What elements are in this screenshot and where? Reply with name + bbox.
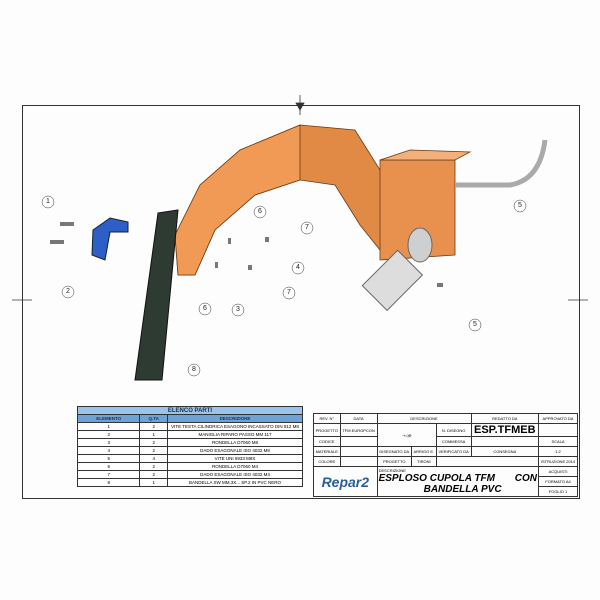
scala-label: SCALA [538, 436, 578, 447]
callout-6: 6 [258, 208, 262, 215]
title-line2: BANDELLA PVC [423, 484, 502, 495]
rev-label: REV. N° [313, 413, 341, 424]
part-qty: 2 [139, 422, 168, 431]
part-element: 1 [76, 422, 141, 431]
col-elemento: ELEMENTO [76, 414, 141, 423]
part-element: 6 [76, 462, 141, 471]
part-description: RONDELLA D7060 M4 [167, 462, 303, 471]
part-qty: 4 [139, 454, 168, 463]
progetto2-value: TIRONI [410, 456, 437, 467]
part-description: DADO ESAGONALE ISO 4032 M4 [167, 470, 303, 479]
blue-handle [91, 217, 129, 261]
dome-body [174, 124, 472, 276]
frame-markers [12, 95, 588, 301]
formato-label: FORMATO A4 [538, 476, 578, 487]
foglio-cell: FOGLIO 1 [538, 486, 578, 497]
foglio-label: FOGLIO [548, 489, 564, 494]
callout-4: 4 [296, 264, 300, 271]
callout-5: 5 [518, 202, 522, 209]
callout-8: 8 [192, 366, 196, 373]
part-element: 4 [76, 446, 141, 455]
parts-list-title: ELENCO PARTI [77, 406, 303, 415]
materiale-label: MATERIALE [313, 446, 341, 457]
part-qty: 2 [139, 438, 168, 447]
progetto-value: TFM EUROPCON [339, 423, 378, 437]
part-description: MANIGLIA RIPARO PASSO MM 117 [167, 430, 303, 439]
part-qty: 2 [139, 470, 168, 479]
parts-list-table: ELENCO PARTI ELEMENTO Q.TA DESCRIZIONE 1… [76, 406, 303, 487]
n-disegno-label: N. DISEGNO [435, 423, 472, 437]
white-cylinder [361, 227, 433, 312]
disegnato-label: DISEGNATO DA [376, 446, 412, 457]
screws [50, 222, 443, 287]
part-description: BANDELLA SW MM.3X... SP.2 IN PVC NERO [167, 478, 303, 487]
part-description: RONDELLA D7060 M8 [167, 438, 303, 447]
callout-3: 3 [236, 306, 240, 313]
istruzione-value: ISTRUZIONE 2014 [538, 456, 578, 467]
col-qta: Q.TA [139, 414, 168, 423]
foglio-value: 1 [565, 489, 568, 494]
title-line1: ESPLOSO CUPOLA TFM [378, 473, 495, 484]
col-descrizione: DESCRIZIONE [167, 414, 303, 423]
callout-7b: 7 [287, 289, 291, 296]
descrizione-label: DESCRIZIONE [376, 413, 472, 424]
repar2-logo: Repar2 [313, 466, 378, 497]
projection-symbol: ⊣◁⊕ [376, 423, 437, 447]
approvato-label: APPROVATO DA [538, 413, 578, 424]
progetto-label: PROGETTO [313, 423, 341, 437]
desc-label: DESCRIZIONE [378, 468, 406, 473]
verificato-label: VERIFICATO DA [435, 446, 472, 457]
callout-7: 7 [305, 224, 309, 231]
part-description: VITE UNI 5933 M8X [167, 454, 303, 463]
progetto2-label: PROGETTO [376, 456, 412, 467]
part-description: DADO ESAGONALE ISO 4032 M8 [167, 446, 303, 455]
scala-value: 1:2 [538, 446, 578, 457]
callout-5b: 5 [473, 321, 477, 328]
part-element: 8 [76, 478, 141, 487]
part-qty: 2 [139, 462, 168, 471]
part-qty: 1 [139, 478, 168, 487]
colore-label: COLORE [313, 456, 341, 467]
acquisti-label: ACQUISTI [538, 466, 578, 477]
title-con: CON [514, 473, 538, 484]
callout-1: 1 [46, 198, 50, 205]
pipe-handle [455, 139, 548, 188]
drawing-title: DESCRIZIONE ESPLOSO CUPOLA TFM CON BANDE… [376, 466, 540, 497]
pvc-strip [134, 209, 179, 381]
callout-6b: 6 [203, 305, 207, 312]
part-element: 2 [76, 430, 141, 439]
redatto-label: REDATTO DA [470, 413, 540, 424]
part-qty: 1 [139, 430, 168, 439]
part-qty: 2 [139, 446, 168, 455]
part-element: 7 [76, 470, 141, 479]
consegna-label: CONSEGNA [470, 446, 540, 457]
part-element: 3 [76, 438, 141, 447]
commessa-label: COMMESSA [435, 436, 472, 447]
n-disegno-value: ESP.TFMEB [470, 423, 540, 437]
part-element: 5 [76, 454, 141, 463]
callout-2: 2 [66, 288, 70, 295]
disegnato-value: ARRIGO E. [410, 446, 437, 457]
data-label: DATA [339, 413, 378, 424]
callout-bubbles [41, 195, 527, 377]
codice-label: CODICE [313, 436, 341, 447]
part-description: VITE TESTA CILINDRICA ESAGONO INCASSATO … [167, 422, 303, 431]
